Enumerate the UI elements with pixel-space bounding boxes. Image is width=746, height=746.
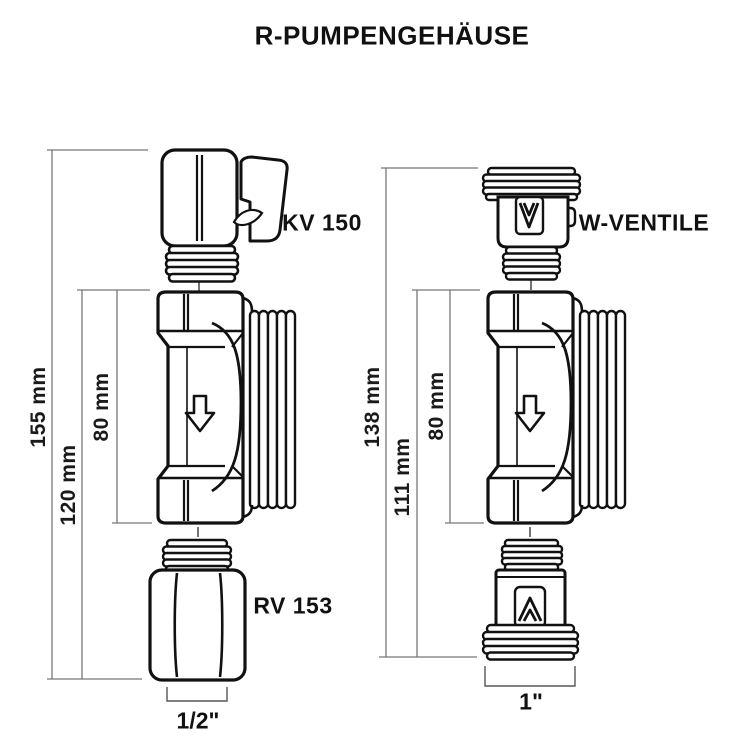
dim-label-80mm-left: 80 mm [90,372,113,442]
w-ventile-valve-drawing [481,166,582,281]
dim-label-80mm-right: 80 mm [425,371,448,441]
dim-label-120mm: 120 mm [57,444,80,526]
pump-nut-details [158,294,244,521]
label-size-half-inch: 1/2" [176,707,220,734]
valve-threads [164,244,240,283]
left-dimension-lines [47,149,152,680]
label-size-one-inch: 1" [519,688,543,715]
valve-flange-threads [481,623,580,661]
flow-down-arrow-icon [184,394,216,433]
hex-body [148,568,247,682]
half-inch-bracket [166,687,228,702]
bottom-right-valve-drawing [481,538,580,661]
ring-shoulders [242,296,254,519]
one-inch-bracket [484,666,576,687]
handle-detail [232,208,264,227]
dim-label-138mm: 138 mm [361,366,384,448]
page-title: R-PUMPENGEHÄUSE [254,20,530,51]
valve-body [160,148,239,248]
right-dimension-lines [379,167,484,658]
side-tab [566,206,577,228]
valve-threads-top [500,538,564,572]
width-brackets [166,666,576,702]
kv150-valve-drawing [160,148,289,283]
hex-facet-lines [173,572,224,678]
valve-threads-bottom [501,245,562,281]
chevron-up-logo-icon [517,596,543,622]
right-pump-body [486,290,627,525]
valve-handle [239,155,289,243]
rv153-valve-drawing [148,538,247,682]
label-w-ventile: W-VENTILE [578,209,710,236]
valve-threads-top [481,166,582,202]
valve-threads [161,538,233,574]
chevron-down-logo-icon [518,202,540,229]
dim-label-155mm: 155 mm [27,366,50,448]
pump-cylinder-curve [211,321,243,493]
left-pump-body [156,290,297,525]
label-rv153: RV 153 [253,592,333,619]
dim-label-111mm: 111 mm [391,437,414,517]
label-kv150: KV 150 [282,209,362,236]
valve-facet-lines [195,155,204,241]
pump-side-thread-ring [248,309,297,510]
